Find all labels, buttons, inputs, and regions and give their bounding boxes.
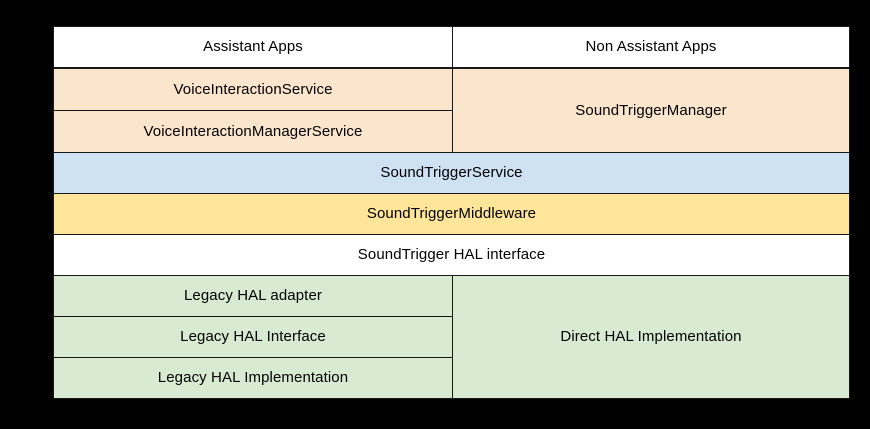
app-layer-right-column: SoundTriggerManager xyxy=(452,68,850,153)
box-voice-interaction-service: VoiceInteractionService xyxy=(53,68,453,111)
architecture-diagram: Assistant Apps Non Assistant Apps VoiceI… xyxy=(53,26,850,403)
box-legacy-hal-adapter: Legacy HAL adapter xyxy=(53,275,453,317)
header-section: Assistant Apps Non Assistant Apps xyxy=(53,26,850,68)
header-right-column: Non Assistant Apps xyxy=(452,26,850,68)
column-header-assistant-apps: Assistant Apps xyxy=(53,26,453,68)
box-sound-trigger-manager: SoundTriggerManager xyxy=(452,68,850,153)
box-sound-trigger-service: SoundTriggerService xyxy=(53,152,850,194)
box-legacy-hal-interface: Legacy HAL Interface xyxy=(53,316,453,358)
box-sound-trigger-hal-interface: SoundTrigger HAL interface xyxy=(53,234,850,276)
box-legacy-hal-implementation: Legacy HAL Implementation xyxy=(53,357,453,399)
layer-stack: Assistant Apps Non Assistant Apps VoiceI… xyxy=(53,26,850,403)
box-direct-hal-implementation: Direct HAL Implementation xyxy=(452,275,850,399)
hal-layer-section: Legacy HAL adapter Legacy HAL Interface … xyxy=(53,275,850,399)
app-layer-section: VoiceInteractionService VoiceInteraction… xyxy=(53,68,850,153)
hal-layer-left-column: Legacy HAL adapter Legacy HAL Interface … xyxy=(53,275,453,399)
box-sound-trigger-middleware: SoundTriggerMiddleware xyxy=(53,193,850,235)
hal-layer-right-column: Direct HAL Implementation xyxy=(452,275,850,399)
column-header-non-assistant-apps: Non Assistant Apps xyxy=(452,26,850,68)
box-voice-interaction-manager-service: VoiceInteractionManagerService xyxy=(53,110,453,153)
app-layer-left-column: VoiceInteractionService VoiceInteraction… xyxy=(53,68,453,153)
header-left-column: Assistant Apps xyxy=(53,26,453,68)
